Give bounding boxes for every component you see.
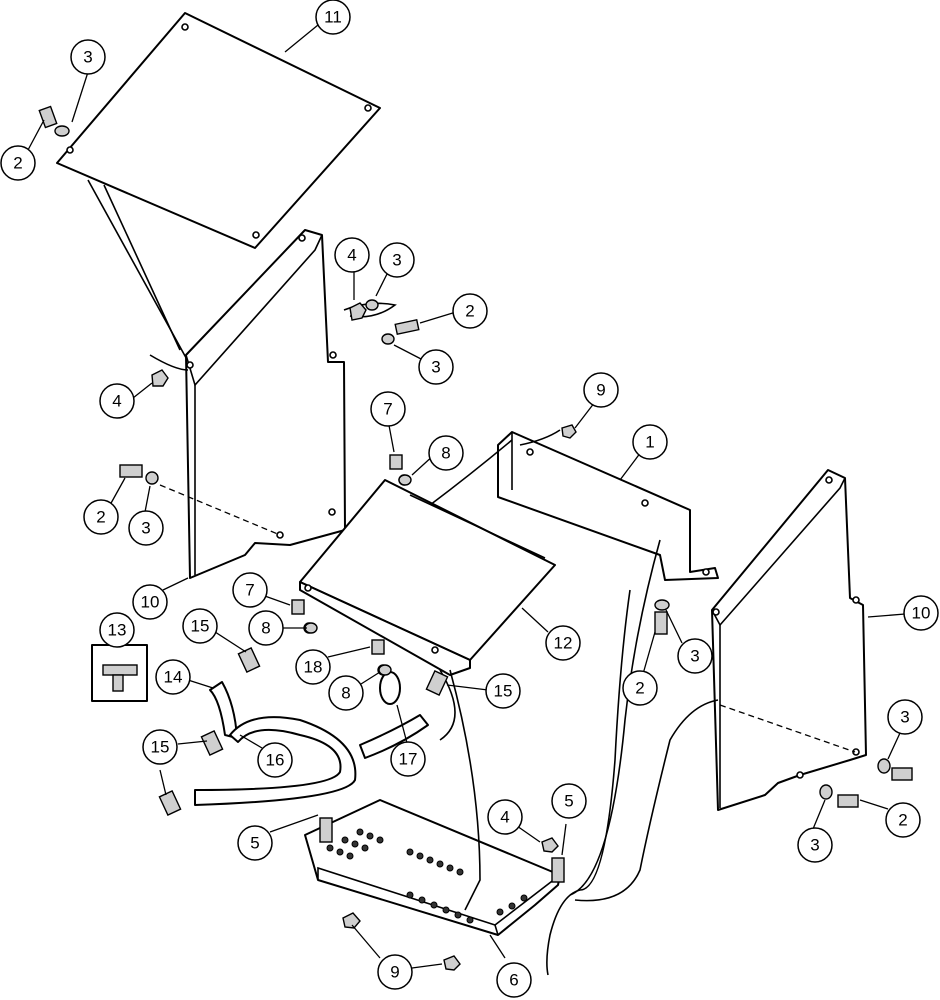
svg-text:4: 4 bbox=[347, 246, 356, 265]
leader-lines bbox=[27, 24, 906, 969]
svg-text:15: 15 bbox=[151, 738, 170, 757]
callout-15-left: 15 bbox=[142, 729, 178, 765]
svg-text:3: 3 bbox=[392, 251, 401, 270]
svg-text:17: 17 bbox=[399, 750, 418, 769]
callout-15-upper-left: 15 bbox=[182, 608, 218, 644]
callout-9-top: 9 bbox=[583, 372, 619, 408]
callout-3-top: 3 bbox=[379, 242, 415, 278]
fasteners bbox=[38, 105, 913, 971]
left-side-panel bbox=[149, 229, 397, 579]
svg-text:2: 2 bbox=[898, 811, 907, 830]
svg-text:2: 2 bbox=[96, 508, 105, 527]
svg-text:1: 1 bbox=[645, 433, 654, 452]
callout-14: 14 bbox=[155, 659, 191, 695]
callout-1: 1 bbox=[632, 424, 668, 460]
base-tray bbox=[304, 799, 565, 936]
callout-4-top: 4 bbox=[334, 237, 370, 273]
callout-4-left: 4 bbox=[99, 383, 135, 419]
svg-text:2: 2 bbox=[13, 154, 22, 173]
callout-11: 11 bbox=[315, 0, 351, 35]
fitting-inset bbox=[91, 644, 148, 702]
svg-text:3: 3 bbox=[83, 48, 92, 67]
callout-10-left: 10 bbox=[132, 584, 168, 620]
callout-9-bottom: 9 bbox=[377, 954, 413, 990]
callout-12: 12 bbox=[545, 625, 581, 661]
svg-text:4: 4 bbox=[112, 392, 121, 411]
callout-8-top: 8 bbox=[428, 435, 464, 471]
callout-3-top-left: 3 bbox=[70, 39, 106, 75]
svg-text:18: 18 bbox=[304, 658, 323, 677]
svg-text:3: 3 bbox=[141, 519, 150, 538]
svg-text:7: 7 bbox=[383, 400, 392, 419]
svg-text:11: 11 bbox=[324, 8, 342, 27]
callout-16: 16 bbox=[257, 742, 293, 778]
hose-assembly bbox=[194, 669, 456, 806]
svg-text:7: 7 bbox=[245, 581, 254, 600]
svg-text:9: 9 bbox=[390, 963, 399, 982]
callout-18: 18 bbox=[295, 649, 331, 685]
callout-3-left-mid: 3 bbox=[128, 510, 164, 546]
svg-text:3: 3 bbox=[431, 358, 440, 377]
svg-text:3: 3 bbox=[900, 708, 909, 727]
callout-3-mid: 3 bbox=[418, 349, 454, 385]
svg-text:12: 12 bbox=[554, 634, 573, 653]
cover-plate bbox=[56, 12, 381, 366]
callout-6: 6 bbox=[496, 962, 532, 998]
callout-2-right: 2 bbox=[885, 802, 921, 838]
callout-2-bracket: 2 bbox=[622, 670, 658, 706]
svg-text:8: 8 bbox=[261, 619, 270, 638]
svg-text:15: 15 bbox=[191, 617, 210, 636]
svg-text:4: 4 bbox=[500, 808, 509, 827]
callout-13: 13 bbox=[99, 612, 135, 648]
svg-text:16: 16 bbox=[266, 751, 285, 770]
svg-text:5: 5 bbox=[564, 792, 573, 811]
callout-2-top-right: 2 bbox=[452, 293, 488, 329]
svg-text:15: 15 bbox=[494, 682, 513, 701]
svg-text:9: 9 bbox=[596, 381, 605, 400]
callout-8-lower: 8 bbox=[248, 610, 284, 646]
svg-text:10: 10 bbox=[912, 604, 931, 623]
svg-text:2: 2 bbox=[635, 679, 644, 698]
callout-15-right: 15 bbox=[485, 673, 521, 709]
callout-5-left: 5 bbox=[237, 825, 273, 861]
tube-lines bbox=[449, 539, 719, 976]
callout-7-lower: 7 bbox=[232, 572, 268, 608]
callout-8-bottom: 8 bbox=[328, 675, 364, 711]
callout-10-right: 10 bbox=[903, 595, 939, 631]
svg-text:5: 5 bbox=[250, 834, 259, 853]
svg-text:13: 13 bbox=[108, 621, 127, 640]
right-side-panel bbox=[711, 469, 867, 811]
svg-text:14: 14 bbox=[164, 668, 183, 687]
callout-3-bottom-right: 3 bbox=[797, 827, 833, 863]
svg-text:3: 3 bbox=[810, 836, 819, 855]
svg-text:8: 8 bbox=[441, 444, 450, 463]
callout-2-top-left: 2 bbox=[0, 145, 36, 181]
svg-text:10: 10 bbox=[141, 593, 160, 612]
svg-text:3: 3 bbox=[690, 647, 699, 666]
callout-3-right: 3 bbox=[887, 699, 923, 735]
svg-text:8: 8 bbox=[341, 684, 350, 703]
svg-text:6: 6 bbox=[509, 971, 518, 990]
callout-7-top: 7 bbox=[370, 391, 406, 427]
callout-3-bracket: 3 bbox=[677, 638, 713, 674]
callout-4-bottom: 4 bbox=[487, 799, 523, 835]
callout-5-right: 5 bbox=[551, 783, 587, 819]
svg-text:2: 2 bbox=[465, 302, 474, 321]
callout-2-left-mid: 2 bbox=[83, 499, 119, 535]
bracket bbox=[429, 429, 719, 581]
callout-17: 17 bbox=[390, 741, 426, 777]
